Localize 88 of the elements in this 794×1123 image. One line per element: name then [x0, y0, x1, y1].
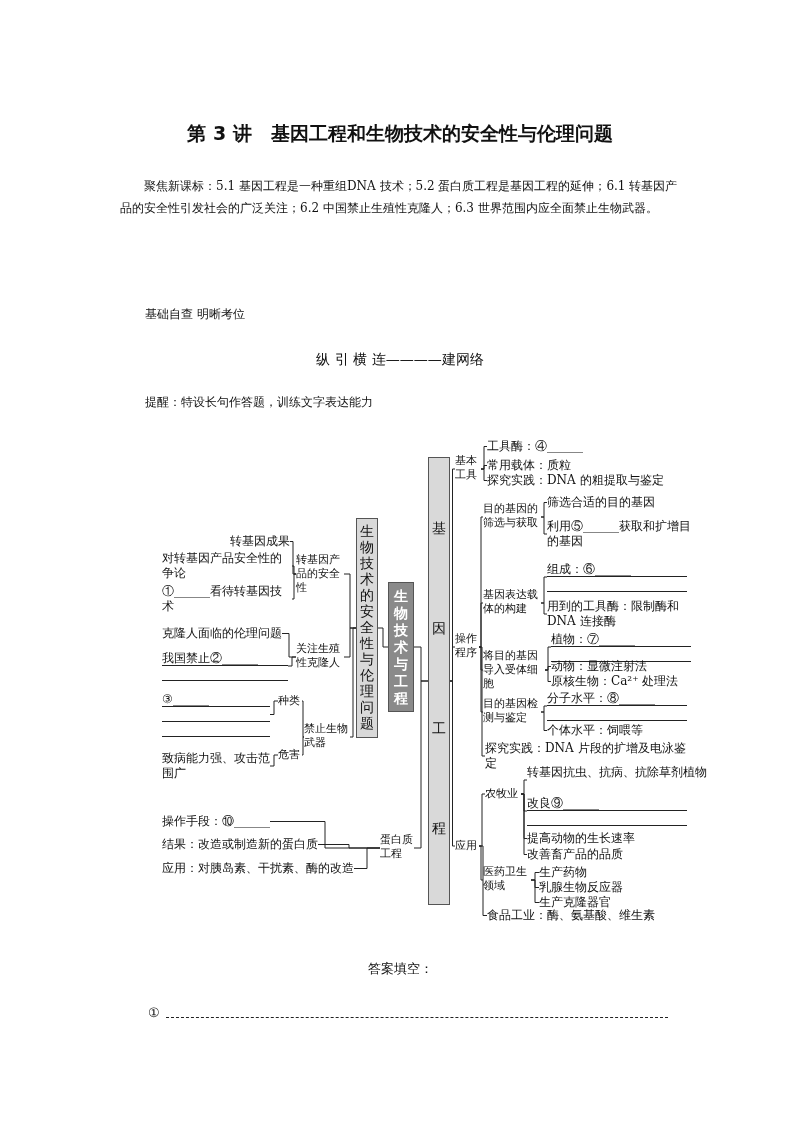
connector-line: [478, 646, 484, 713]
leaf-text: 生产克隆器官: [539, 895, 611, 910]
leaf-text: 改善畜产品的品质: [527, 847, 623, 862]
connector-line: [349, 627, 357, 738]
connector-line: [291, 565, 297, 575]
curriculum-note: 聚焦新课标：5.1 基因工程是一种重组DNA 技术；5.2 蛋白质工程是基因工程的延伸；6.1 转基因产品的安全性引发社会的广泛关注；6.2 中国禁止生殖性克隆人；6.3 世界范围内应全面禁止生物武器。: [120, 178, 679, 217]
lesson-title: 第 3 讲 基因工程和生物技术的安全性与伦理问题: [186, 122, 614, 144]
leaf-text: 动物：显微注射法: [551, 659, 647, 674]
subheading: 纵 引 横 连————建网络: [315, 350, 485, 369]
connector-line: [478, 845, 484, 881]
connector-line: [449, 646, 456, 682]
branch-label: 应用: [455, 839, 479, 853]
leaf-text: 提高动物的生长速率: [527, 831, 635, 846]
connector-line: [478, 793, 486, 847]
leaf-text: 个体水平：饲喂等: [547, 723, 643, 738]
tip-text: 提醒：特设长句作答题，训练文字表达能力: [145, 394, 374, 411]
leaf-text: 用到的工具酶：限制酶和DNA 连接酶: [547, 599, 692, 629]
leaf-text: 植物：⑦______: [551, 632, 691, 662]
central-topic-box: 生物技术与工程: [388, 582, 414, 712]
connector-line: [540, 705, 548, 713]
answer-number: ①: [148, 1004, 161, 1022]
connector-line: [530, 879, 540, 903]
branch-label: 转基因产品的安全性: [296, 553, 344, 595]
branch-label: 将目的基因导入受体细胞: [483, 649, 545, 691]
leaf-text: 结果：改造或制造新的蛋白质: [162, 837, 318, 852]
connector-line: [520, 779, 528, 795]
connector-line: [480, 465, 488, 470]
leaf-text: 转基因成果: [205, 534, 290, 549]
connector-line: [540, 602, 548, 615]
branch-label: 农牧业: [485, 787, 521, 801]
leaf-text: 致病能力强、攻击范围广: [162, 751, 270, 781]
connector-line: [289, 541, 297, 575]
leaf-text: 分子水平：⑧______: [547, 691, 687, 721]
connector-line: [478, 602, 484, 648]
leaf-text: 工具酶：④______: [487, 439, 583, 454]
connector-line: [544, 669, 552, 682]
leaf-text: 乳腺生物反应器: [539, 880, 623, 895]
branch-label: 关注生殖性克隆人: [296, 642, 344, 672]
connector-line: [540, 711, 548, 731]
connector-line: [287, 656, 297, 667]
branch-label: 基本工具: [455, 454, 481, 484]
leaf-text: 常用载体：质粒: [487, 458, 571, 473]
topic-bar: 基因工程: [428, 457, 450, 905]
connector-line: [540, 516, 548, 535]
connector-line: [413, 680, 429, 849]
connector-line: [540, 576, 548, 604]
leaf-text: ①______看待转基因技术: [162, 584, 292, 614]
leaf-text: ③______: [162, 692, 270, 737]
connector-line: [291, 573, 297, 600]
branch-label: 危害: [278, 748, 302, 762]
leaf-text: 食品工业：酶、氨基酸、维生素: [487, 908, 655, 923]
branch-label: 禁止生物武器: [304, 722, 350, 752]
branch-label: 医药卫生领域: [483, 865, 531, 895]
answer-heading: 答案填空：: [366, 960, 434, 978]
leaf-text: 原核生物：Ca²⁺ 处理法: [551, 674, 679, 689]
leaf-text: 应用：对胰岛素、干扰素、酶的改造: [162, 861, 354, 876]
connector-line: [449, 680, 456, 847]
connector-line: [544, 666, 552, 671]
topic-bar: 生物技术的安全性与伦理问题: [356, 518, 378, 738]
connector-line: [301, 736, 305, 756]
branch-label: 目的基因检测与鉴定: [483, 697, 541, 727]
connector-line: [480, 468, 488, 481]
leaf-text: 转基因抗虫、抗病、抗除草剂植物: [527, 765, 707, 795]
leaf-text: 探究实践：DNA 的粗提取与鉴定: [487, 473, 664, 488]
leaf-text: 我国禁止②______: [162, 651, 288, 681]
leaf-text: 改良⑨______: [527, 796, 687, 826]
branch-label: 种类: [278, 694, 302, 708]
leaf-text: 对转基因产品安全性的争论: [162, 551, 292, 581]
connector-line: [520, 793, 528, 855]
connector-line: [269, 754, 279, 767]
connector-line: [540, 502, 548, 518]
connector-line: [269, 700, 279, 715]
leaf-text: 克隆人面临的伦理问题: [162, 626, 282, 641]
connector-line: [301, 700, 305, 738]
branch-label: 目的基因的筛选与获取: [483, 502, 541, 532]
branch-label: 操作程序: [455, 632, 479, 662]
leaf-text: 利用⑤______获取和扩增目的基因: [547, 519, 692, 549]
connector-line: [478, 845, 488, 916]
leaf-text: 筛选合适的目的基因: [547, 495, 655, 510]
branch-label: 蛋白质工程: [380, 833, 414, 863]
connector-line: [478, 646, 486, 757]
section-heading: 基础自查 明晰考位: [145, 306, 246, 323]
leaf-text: 操作手段：⑩______: [162, 814, 270, 829]
leaf-text: 组成：⑥______: [547, 562, 687, 592]
branch-label: 基因表达载体的构建: [483, 588, 541, 618]
connector-line: [377, 627, 389, 648]
connector-line: [353, 847, 381, 869]
leaf-text: 生产药物: [539, 865, 587, 880]
